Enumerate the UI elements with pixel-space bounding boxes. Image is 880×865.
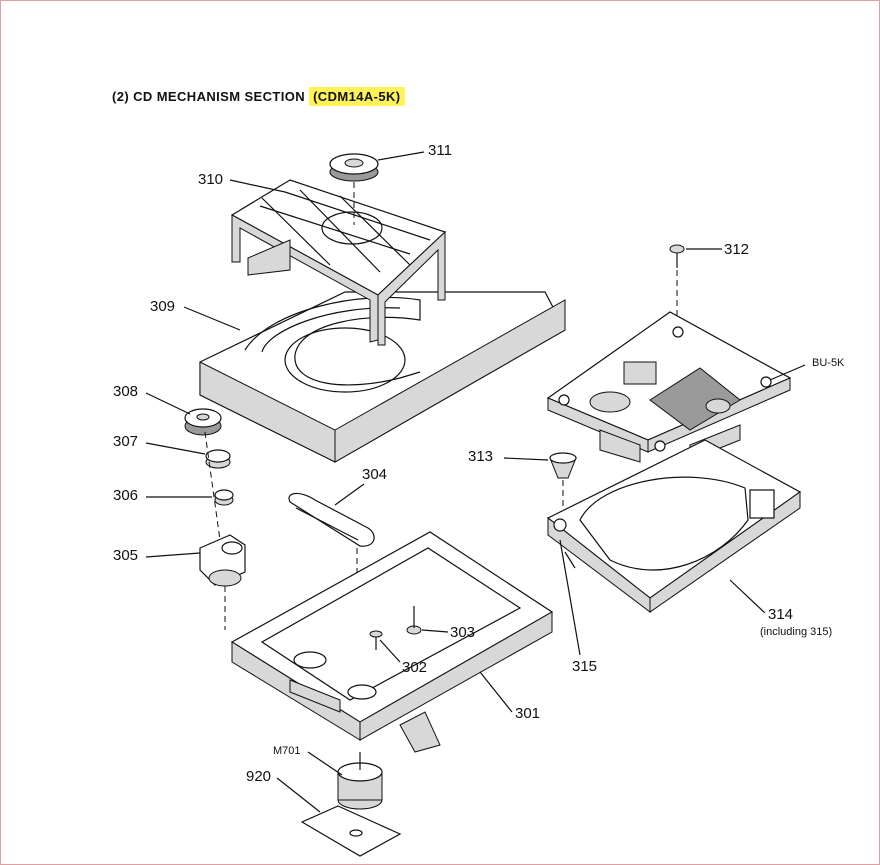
- part-306-gear: [214, 489, 234, 506]
- label-306: 306: [113, 487, 139, 504]
- label-307: 307: [113, 433, 139, 450]
- part-bu5k-optical-unit: [546, 311, 792, 463]
- part-310-clamp-bridge: [230, 179, 447, 346]
- label-314: 314: [768, 606, 794, 623]
- label-303: 303: [450, 624, 476, 641]
- label-301: 301: [515, 705, 541, 722]
- model-highlight: (CDM14A-5K): [309, 87, 405, 106]
- leader-lines: [145, 151, 806, 813]
- label-bu5k: BU-5K: [812, 357, 845, 369]
- label-313: 313: [468, 448, 494, 465]
- part-920-pcb: [300, 805, 402, 857]
- label-314-note: (including 315): [760, 626, 833, 638]
- label-305: 305: [113, 547, 139, 564]
- part-308-gear: [184, 408, 222, 436]
- part-m701-motor: [337, 752, 383, 810]
- part-305-motor-bracket: [199, 534, 246, 630]
- label-315: 315: [572, 658, 598, 675]
- part-307-gear: [205, 449, 231, 469]
- section-heading: (2) CD MECHANISM SECTION (CDM14A-5K): [112, 87, 405, 106]
- label-302: 302: [402, 659, 428, 676]
- gear-axis-line: [204, 431, 221, 541]
- label-310: 310: [198, 171, 224, 188]
- label-312: 312: [724, 241, 750, 258]
- label-304: 304: [362, 466, 388, 483]
- part-303-screw: [406, 606, 422, 635]
- part-311-clamper: [329, 153, 379, 225]
- section-title: (2) CD MECHANISM SECTION: [112, 89, 306, 104]
- part-309-tray: [199, 291, 566, 463]
- part-302-screw: [369, 630, 383, 650]
- label-920: 920: [246, 768, 272, 785]
- part-301-main-chassis: [230, 531, 554, 753]
- label-m701: M701: [273, 745, 301, 757]
- label-309: 309: [150, 298, 176, 315]
- label-311: 311: [428, 142, 452, 159]
- label-308: 308: [113, 383, 139, 400]
- part-314-sub-chassis: [546, 439, 802, 614]
